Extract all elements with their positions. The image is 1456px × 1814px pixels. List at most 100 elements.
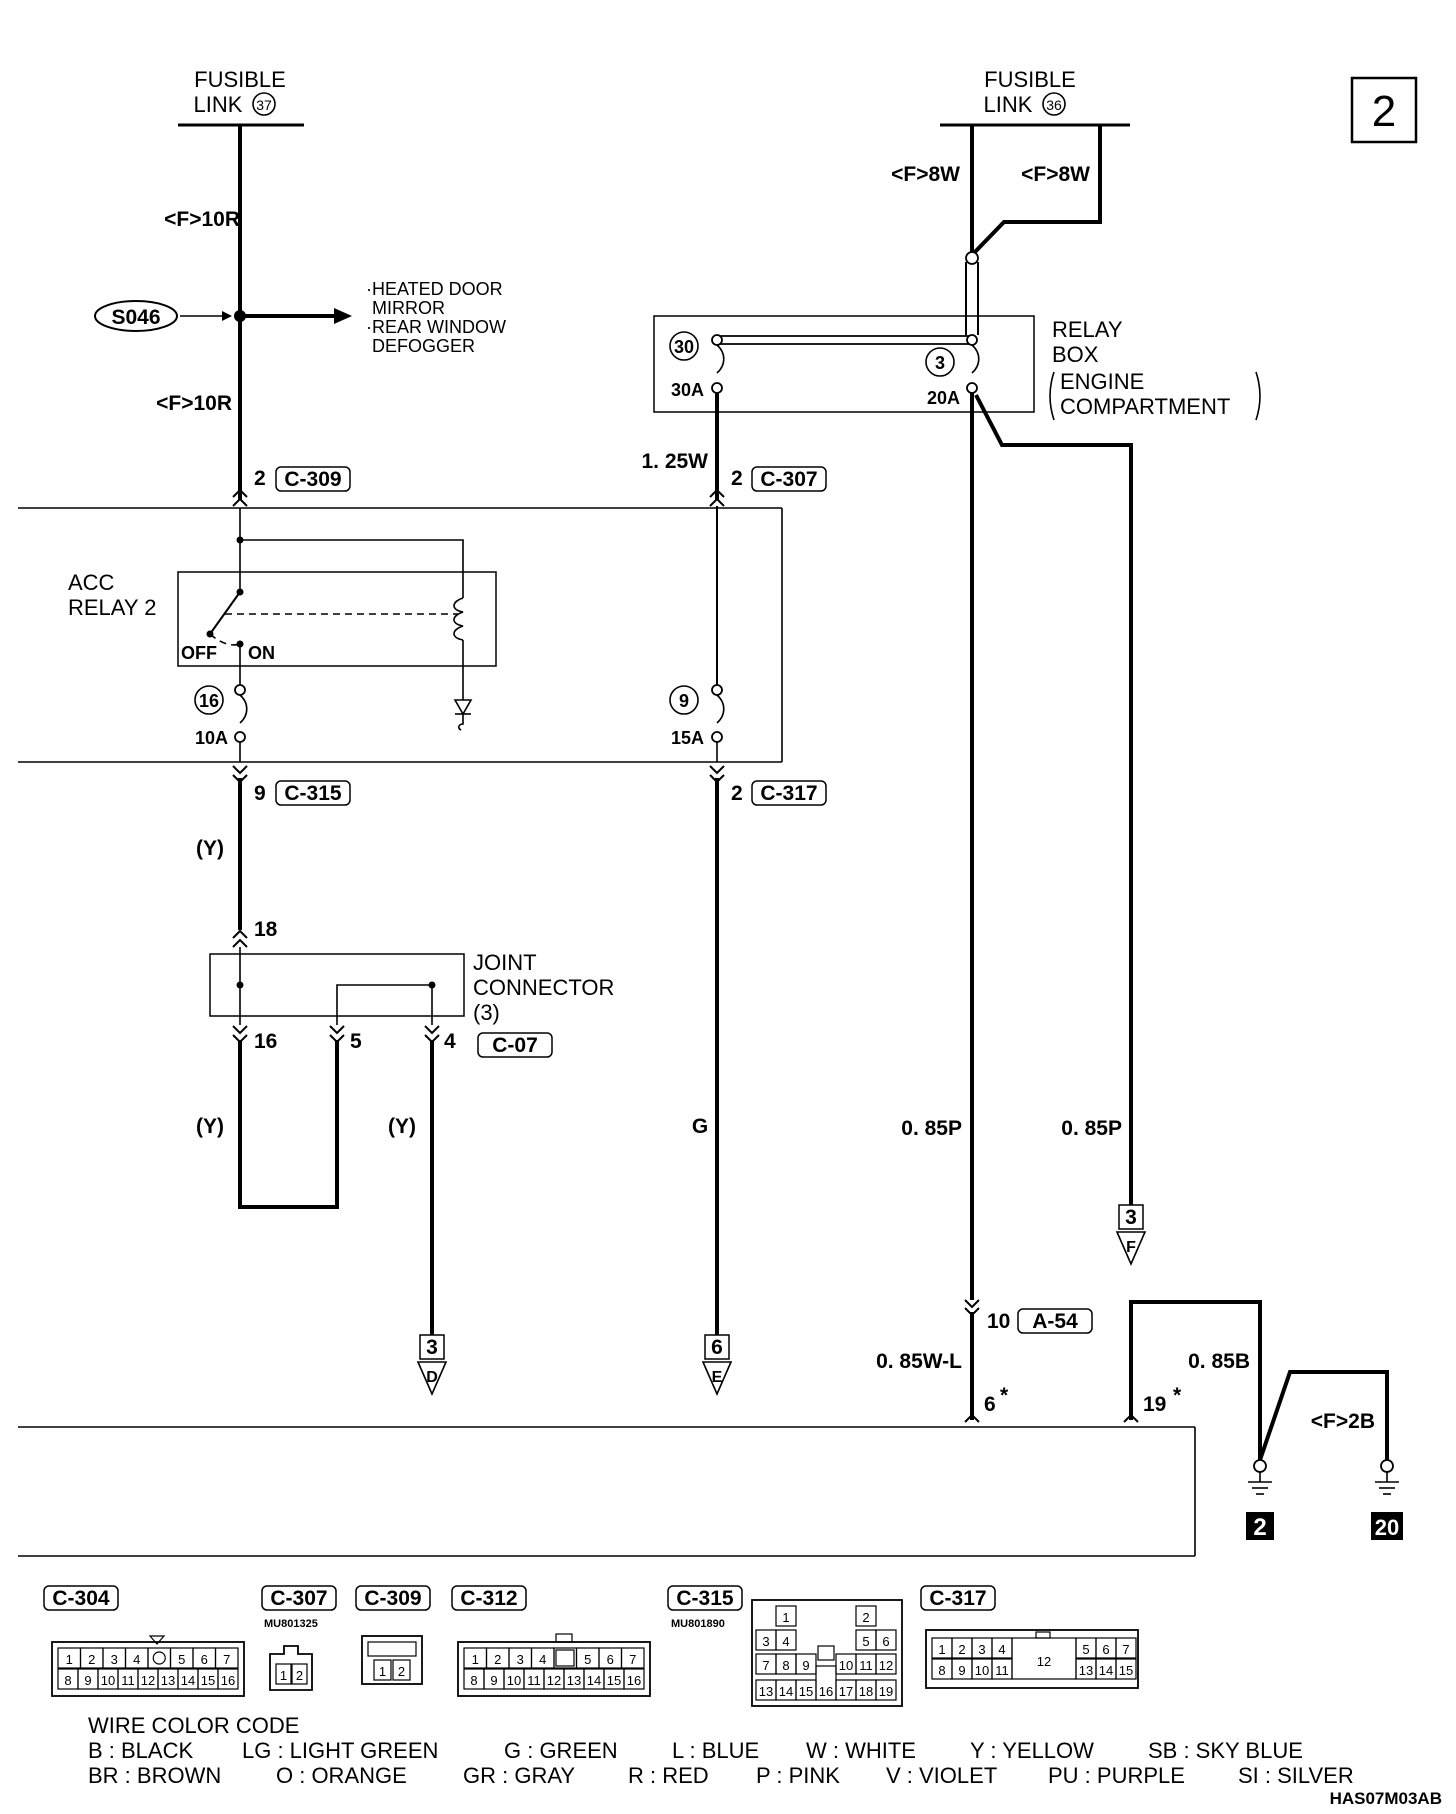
relay-box-label: ENGINE	[1060, 369, 1144, 394]
legend-entry: B : BLACK	[88, 1738, 193, 1763]
pin-cell: 12	[547, 1673, 561, 1688]
offpage-number: 3	[426, 1336, 438, 1359]
pin-cell: 2	[494, 1652, 501, 1667]
acc-relay-2: ACC RELAY 2 OFF ON	[68, 508, 497, 731]
legend-entry: O : ORANGE	[276, 1763, 407, 1788]
pin-cell: 4	[133, 1652, 140, 1667]
joint-connector-label: CONNECTOR	[473, 975, 614, 1000]
joint-connector: 18 16 5 4 JOINT CONNECTOR (3) C-07	[209, 918, 614, 1058]
pin-cell: 5	[178, 1652, 185, 1667]
pin-number: 16	[254, 1030, 277, 1053]
pin-number: 2	[731, 467, 743, 490]
arrow-icon	[334, 308, 352, 324]
fusible-link-number: 36	[1046, 97, 1062, 113]
fuse-9: 9 15A	[669, 684, 725, 762]
pin-cell: 3	[517, 1652, 524, 1667]
pin-cell: 12	[141, 1673, 155, 1688]
offpage-letter: D	[426, 1369, 438, 1386]
wire-size-label: 0. 85P	[901, 1117, 962, 1140]
pin-cell: 1	[472, 1652, 479, 1667]
pin-cell: 19	[879, 1684, 893, 1699]
pin-cell: 15	[607, 1673, 621, 1688]
legend-entry: PU : PURPLE	[1048, 1763, 1185, 1788]
pin-cell: 11	[527, 1673, 541, 1688]
fusible-link-37: FUSIBLE LINK 37	[178, 67, 304, 127]
pin-cell: 3	[111, 1652, 118, 1667]
page-number: 2	[1372, 87, 1396, 136]
connector-id: C-307	[760, 468, 817, 491]
pin-cell: 8	[470, 1673, 477, 1688]
connector-view-id: C-309	[364, 1587, 421, 1610]
pin-cell: 8	[938, 1663, 945, 1678]
pin-number: 19	[1143, 1393, 1166, 1416]
pin-cell: 9	[802, 1658, 809, 1673]
pin-cell: 13	[1079, 1663, 1093, 1678]
offpage-connector-d: 3 D	[416, 1334, 448, 1396]
pin-cell: 3	[762, 1634, 769, 1649]
connector-id: A-54	[1032, 1310, 1078, 1333]
pin-star: *	[1173, 1384, 1182, 1407]
wire-color-label: (Y)	[388, 1115, 416, 1138]
pin-cell: 7	[629, 1652, 636, 1667]
wire-color-label: (Y)	[196, 1115, 224, 1138]
offpage-number: 3	[1125, 1206, 1137, 1229]
pin-cell: 2	[88, 1652, 95, 1667]
pin-number: 6	[984, 1393, 996, 1416]
legend-entry: SI : SILVER	[1238, 1763, 1354, 1788]
fuse-number: 16	[199, 691, 219, 711]
splice-id: S046	[111, 306, 160, 329]
connector-view-id: C-304	[52, 1587, 110, 1610]
connector-view-id: C-317	[929, 1587, 986, 1610]
fuse-30: 30 30A	[669, 331, 972, 400]
wire-color-label: (Y)	[196, 837, 224, 860]
legend-entry: BR : BROWN	[88, 1763, 221, 1788]
fusible-link-36: FUSIBLE LINK 36	[940, 67, 1130, 127]
fuse-rating: 30A	[671, 380, 704, 400]
wire-label-10r: <F>10R	[164, 208, 240, 231]
pin-cell: 10	[507, 1673, 521, 1688]
fusible-link-label: FUSIBLE	[984, 67, 1076, 92]
pin-cell: 16	[627, 1673, 641, 1688]
legend-entry: GR : GRAY	[463, 1763, 575, 1788]
legend-entry: Y : YELLOW	[970, 1738, 1094, 1763]
pin-cell: 5	[1082, 1642, 1089, 1657]
connector-c317: 2 C-317	[709, 765, 827, 806]
wire-color-label: G	[692, 1115, 708, 1138]
connector-id: C-317	[760, 782, 817, 805]
fusible-link-label: LINK	[194, 92, 243, 117]
pin-cell: 12	[879, 1658, 893, 1673]
pin-cell: 6	[882, 1634, 889, 1649]
pin-number: 10	[987, 1310, 1010, 1333]
page-number-box: 2	[1350, 76, 1418, 144]
pin-cell: 1	[280, 1668, 287, 1683]
pin-cell: 11	[121, 1673, 135, 1688]
pin-star: *	[1000, 1384, 1009, 1407]
legend-entry: W : WHITE	[806, 1738, 916, 1763]
wire-label-2b: <F>2B	[1311, 1410, 1375, 1433]
pin-cell: 14	[1099, 1663, 1113, 1678]
fuse-rating: 20A	[927, 388, 960, 408]
fuse-number: 3	[935, 353, 945, 373]
pin-cell: 8	[64, 1673, 71, 1688]
part-number: MU801890	[671, 1618, 725, 1630]
pin-cell: 14	[587, 1673, 601, 1688]
pin-number: 2	[731, 782, 743, 805]
wire-label-8w: <F>8W	[891, 163, 960, 186]
offpage-connector-e: 6 E	[701, 1334, 733, 1396]
relay-box-label: RELAY	[1052, 317, 1123, 342]
pin-cell: 14	[181, 1673, 195, 1688]
wire-size-label: 0. 85W-L	[876, 1350, 962, 1373]
connector-c307: 2 C-307	[709, 466, 827, 507]
offpage-letter: E	[712, 1369, 723, 1386]
pin-cell: 1	[66, 1652, 73, 1667]
pin-number: 9	[254, 782, 266, 805]
connector-view-id: C-307	[270, 1587, 327, 1610]
relay-box: RELAY BOX ENGINE COMPARTMENT	[653, 315, 1261, 421]
pin-cell: 16	[819, 1684, 833, 1699]
